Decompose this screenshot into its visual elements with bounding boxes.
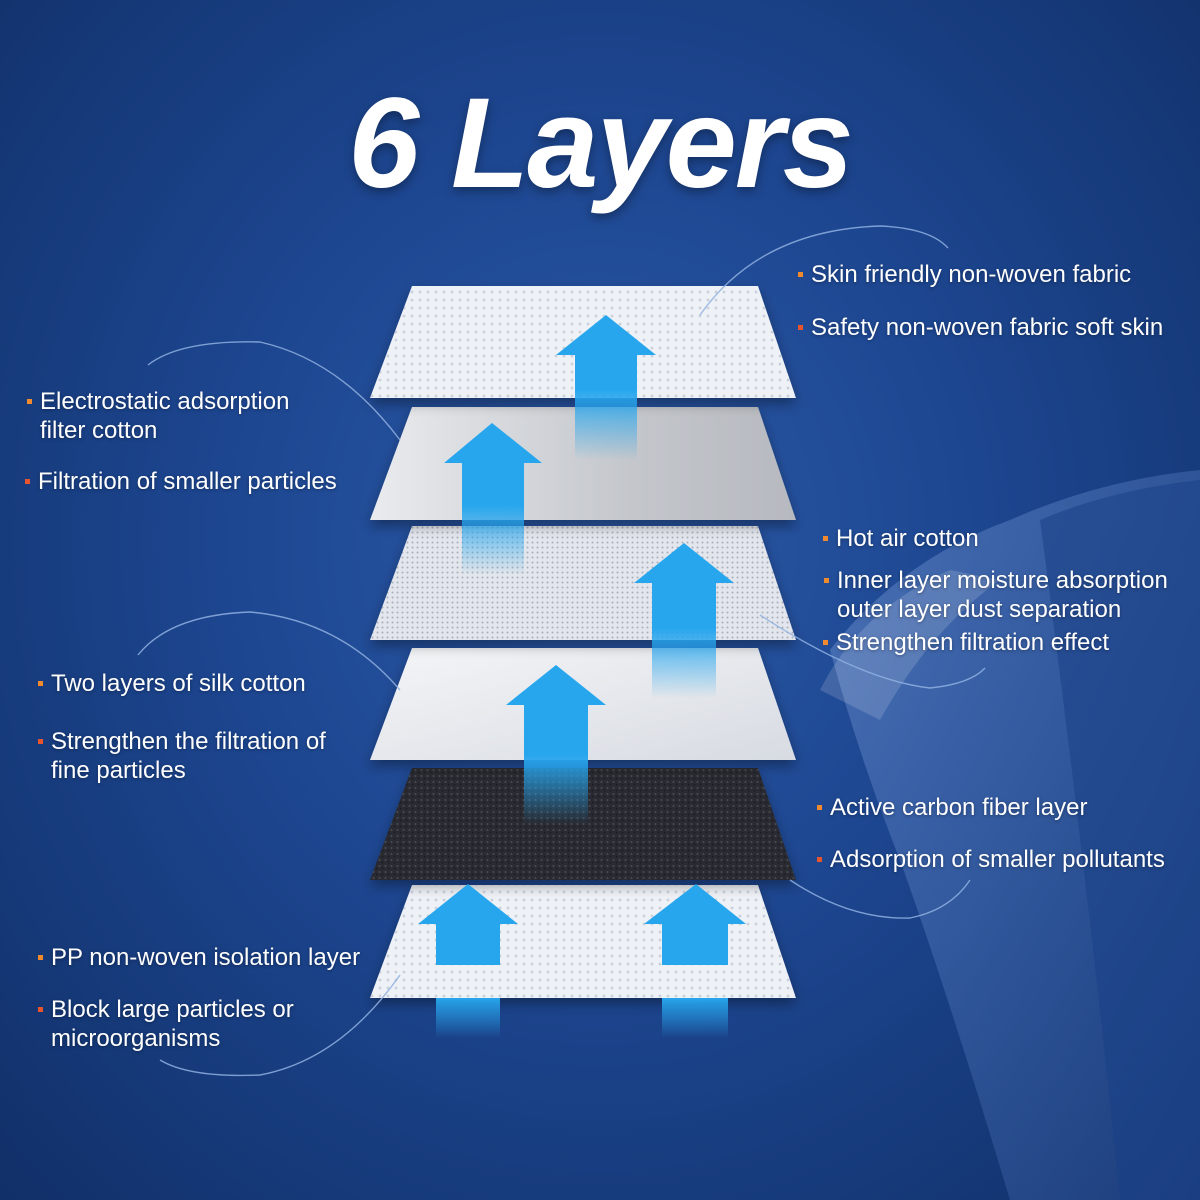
arrow-icon-top (556, 315, 656, 460)
connector-hot-air (759, 614, 986, 689)
label-pp-nonwoven: PP non-woven isolation layer (38, 943, 360, 972)
label-skin-friendly: Skin friendly non-woven fabric (798, 260, 1131, 289)
arrow-icon-third (634, 543, 734, 698)
label-electrostatic: Electrostatic adsorption filter cotton (27, 387, 289, 445)
page-title: 6 Layers (348, 72, 854, 215)
connector-pp (159, 974, 401, 1077)
connector-carbon (789, 879, 971, 919)
label-inner-layer: Inner layer moisture absorption outer la… (824, 566, 1168, 624)
connector-electrostatic (147, 341, 401, 441)
connector-silk (137, 611, 401, 691)
label-hot-air: Hot air cotton (823, 524, 979, 553)
label-filtration-smaller: Filtration of smaller particles (25, 467, 337, 496)
label-active-carbon: Active carbon fiber layer (817, 793, 1087, 822)
arrow-icon-bottom-left (418, 884, 518, 1038)
label-two-layers-silk: Two layers of silk cotton (38, 669, 306, 698)
arrow-icon-fourth (506, 665, 606, 825)
arrow-icon-bottom-right (644, 884, 746, 1038)
label-safety-soft: Safety non-woven fabric soft skin (798, 313, 1163, 342)
label-strengthen-effect: Strengthen filtration effect (823, 628, 1109, 657)
label-block-large: Block large particles or microorganisms (38, 995, 294, 1053)
label-adsorption-pollutants: Adsorption of smaller pollutants (817, 845, 1165, 874)
arrow-icon-second (444, 423, 542, 575)
connector-top (699, 225, 949, 316)
layer-pp-nonwoven (370, 885, 796, 998)
label-strengthen-fine: Strengthen the filtration of fine partic… (38, 727, 326, 785)
